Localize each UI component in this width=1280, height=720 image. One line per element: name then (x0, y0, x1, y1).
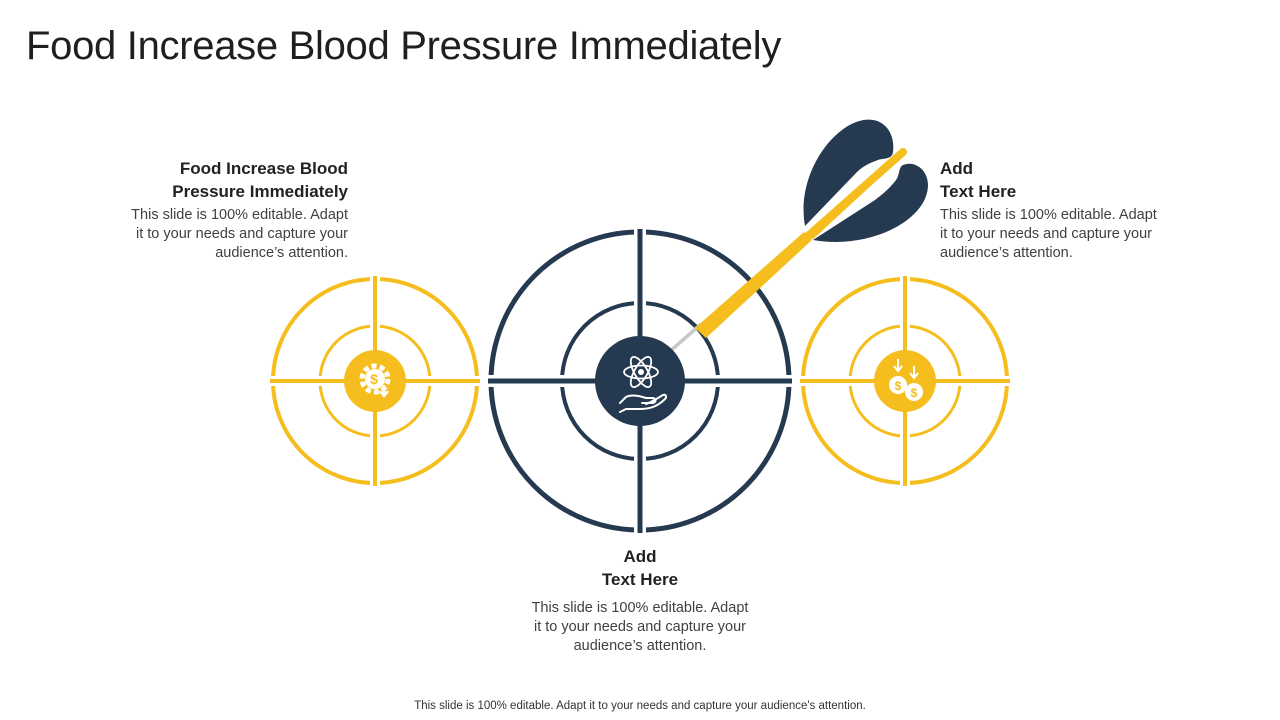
svg-text:$: $ (370, 371, 378, 387)
page-title: Food Increase Blood Pressure Immediately (26, 24, 782, 68)
left-text-block: Food Increase Blood Pressure Immediately… (100, 157, 348, 263)
bottom-heading: Add Text Here (601, 547, 679, 589)
coins-down-icon: $ $ (874, 350, 936, 412)
atom-hand-icon (595, 336, 685, 426)
right-heading: Add Text Here (940, 159, 1017, 201)
left-body: This slide is 100% editable. Adapt it to… (131, 207, 348, 261)
gear-dollar-icon: $ (344, 350, 406, 412)
right-body: This slide is 100% editable. Adapt it to… (940, 207, 1157, 261)
svg-text:$: $ (895, 379, 902, 393)
dart-icon (666, 119, 928, 355)
bottom-body: This slide is 100% editable. Adapt it to… (531, 600, 749, 654)
svg-text:$: $ (911, 386, 918, 400)
footer-note: This slide is 100% editable. Adapt it to… (414, 700, 866, 712)
right-text-block: Add Text Here This slide is 100% editabl… (940, 157, 1200, 263)
bottom-text-block: Add Text Here This slide is 100% editabl… (505, 545, 775, 656)
left-heading: Food Increase Blood Pressure Immediately (172, 159, 348, 201)
